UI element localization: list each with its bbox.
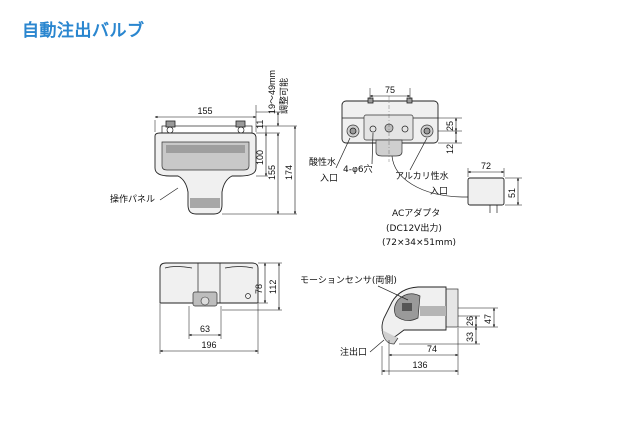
dim-bottom-112: 112 [268,280,278,294]
dim-side-26: 26 [465,316,475,326]
dim-top-12: 12 [445,144,455,154]
dim-front-11: 11 [255,120,265,129]
dim-adapter-72: 72 [481,161,491,171]
dim-top-25: 25 [445,121,455,131]
bottom-view: 78 112 63 196 [159,262,282,354]
label-alkali-inlet: 入口 [430,186,448,197]
label-mount-holes: 4-φ6穴 [343,163,373,175]
dim-bottom-63: 63 [200,324,210,334]
label-motion-sensor: モーションセンサ(両側) [300,274,397,286]
label-outlet: 注出口 [340,346,367,358]
front-view: 155 100 155 174 11 19～49mm 調整可能 操作パネル [110,70,297,215]
dim-side-74: 74 [427,344,437,354]
label-acid-inlet: 入口 [320,173,338,184]
dim-side-47: 47 [483,314,493,324]
label-operation-panel: 操作パネル [110,193,155,205]
dim-bottom-78: 78 [254,284,264,294]
dim-side-136: 136 [412,360,427,370]
adapter-output: (DC12V出力) [386,222,442,234]
dim-front-100: 100 [255,150,265,165]
top-view: 75 25 12 酸性水 入口 4-φ6穴 アルカリ性水 入口 [309,85,468,198]
adapter-size: (72×34×51mm) [382,238,456,248]
page-title: 自動注出バルブ [22,21,145,41]
dim-bottom-196: 196 [201,340,216,350]
dim-front-155: 155 [267,165,277,180]
dim-adjust-range: 19～49mm [267,70,277,114]
label-alkali-water: アルカリ性水 [395,170,449,182]
dim-front-174: 174 [284,165,294,180]
dim-top-75: 75 [385,85,395,95]
dim-adjust-note: 調整可能 [278,78,290,114]
adapter-name: ACアダプタ [392,207,440,219]
dim-front-width: 155 [197,106,212,116]
dim-adapter-51: 51 [507,188,517,198]
dim-side-33: 33 [465,332,475,342]
ac-adapter: 72 51 ACアダプタ (DC12V出力) (72×34×51mm) [382,161,522,248]
side-view: モーションセンサ(両側) 注出口 26 33 47 74 136 [300,274,498,375]
label-acid-water: 酸性水 [309,156,336,168]
